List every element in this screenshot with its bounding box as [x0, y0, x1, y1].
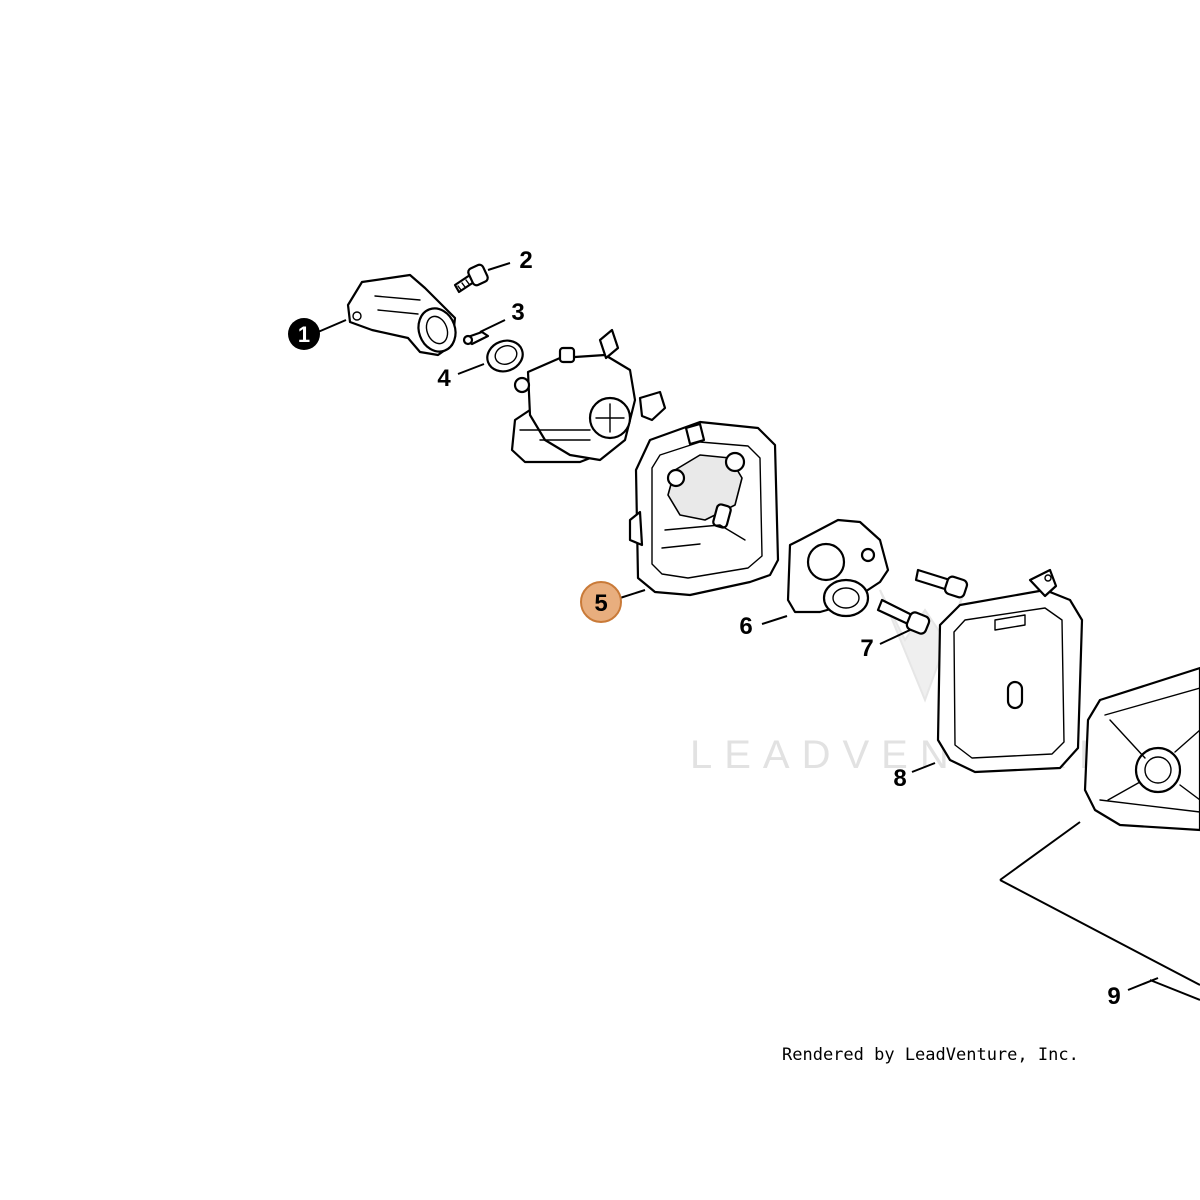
svg-text:2: 2 — [519, 247, 532, 274]
svg-text:6: 6 — [739, 613, 752, 640]
callout-5[interactable]: 5 — [580, 581, 646, 623]
part-2-screw[interactable] — [453, 263, 489, 294]
part-8-filter-cover[interactable] — [936, 568, 1084, 774]
callout-1[interactable]: 1 — [288, 318, 347, 350]
part-9-filter-element[interactable] — [999, 666, 1200, 1001]
part-7-bolts[interactable] — [876, 568, 969, 635]
svg-text:8: 8 — [893, 765, 906, 792]
svg-text:1: 1 — [298, 322, 310, 347]
callout-4[interactable]: 4 — [437, 363, 485, 392]
rendered-by-credit: Rendered by LeadVenture, Inc. — [782, 1045, 1079, 1065]
svg-text:9: 9 — [1107, 983, 1120, 1010]
part-5-filter-base[interactable] — [628, 420, 780, 597]
svg-text:4: 4 — [437, 365, 451, 392]
svg-text:7: 7 — [860, 635, 873, 662]
callout-2[interactable]: 2 — [487, 247, 533, 274]
carburetor-body[interactable] — [510, 328, 667, 464]
svg-text:5: 5 — [594, 590, 607, 617]
callout-7[interactable]: 7 — [860, 629, 911, 662]
part-4-ring[interactable] — [483, 336, 527, 377]
svg-text:3: 3 — [511, 299, 524, 326]
callout-3[interactable]: 3 — [479, 299, 525, 333]
callout-6[interactable]: 6 — [739, 613, 788, 640]
callout-1-badge — [288, 318, 320, 350]
callout-5-highlight-badge — [580, 581, 622, 623]
part-3-clip[interactable] — [462, 330, 490, 346]
callout-9[interactable]: 9 — [1107, 977, 1159, 1010]
part-1-intake-flange[interactable] — [346, 273, 461, 357]
part-6-deflector[interactable] — [786, 518, 890, 618]
callout-8[interactable]: 8 — [893, 762, 936, 792]
